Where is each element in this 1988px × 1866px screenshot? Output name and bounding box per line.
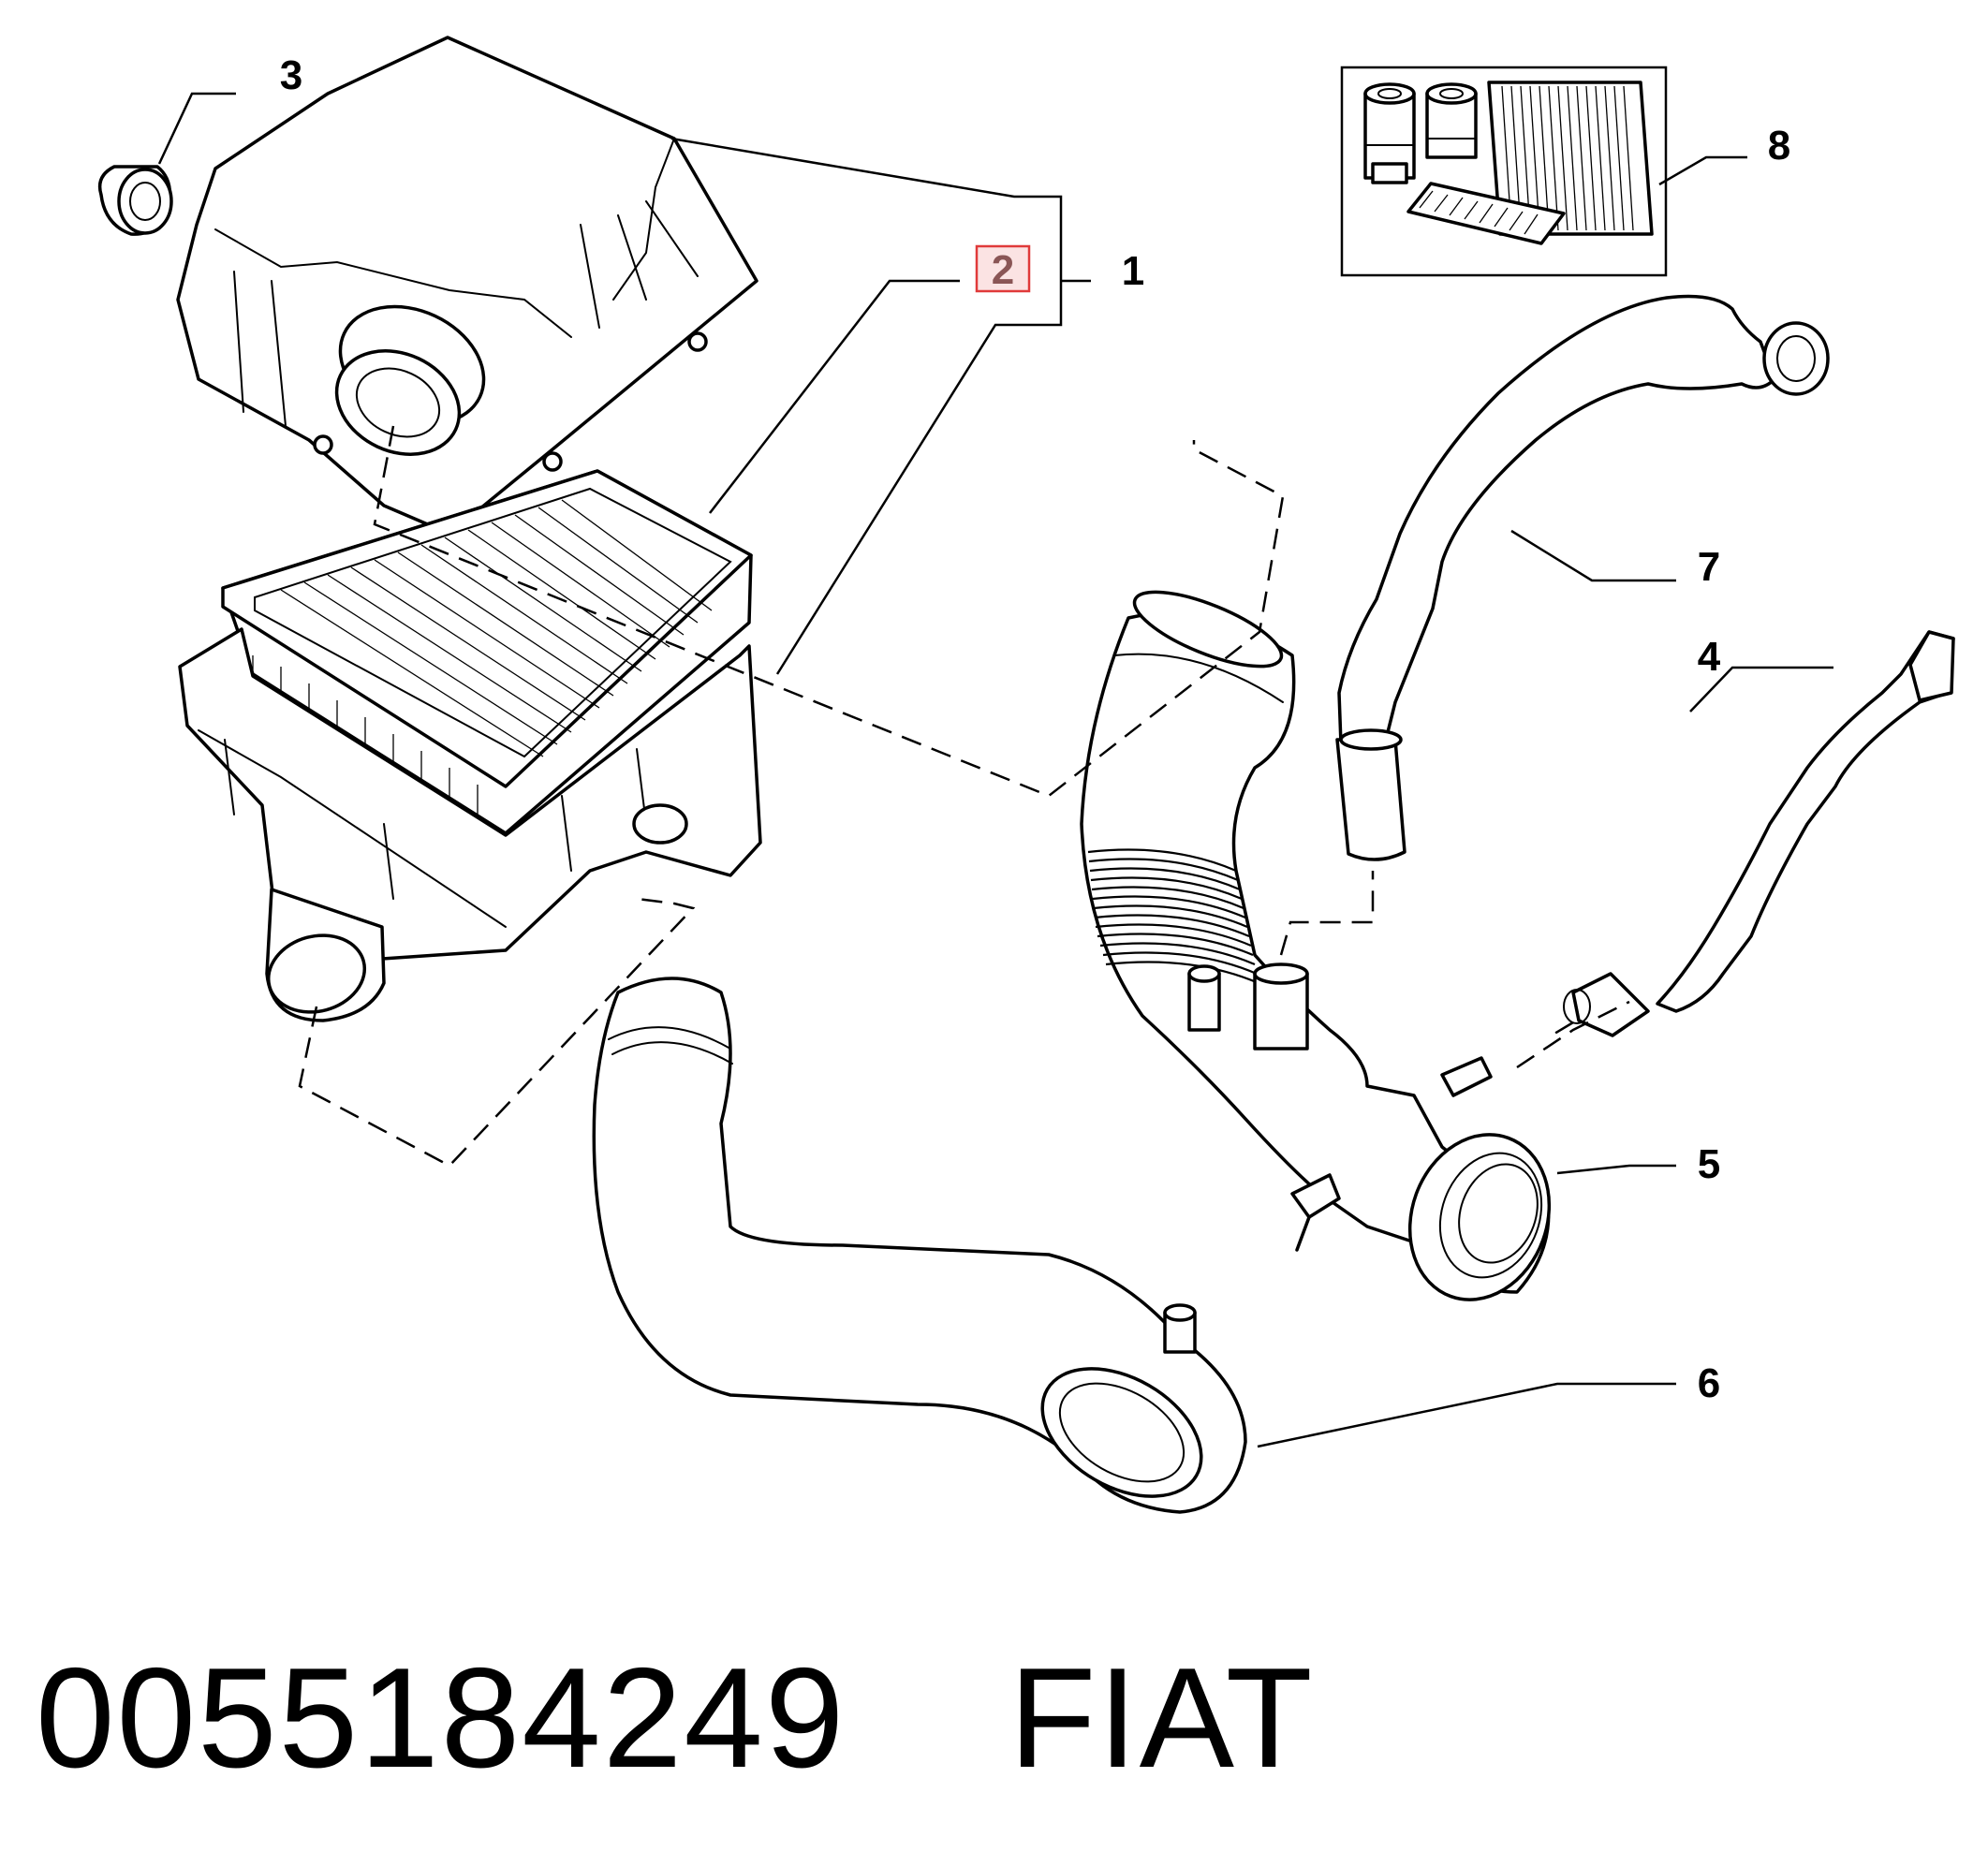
callout-2-highlight xyxy=(975,244,1031,293)
service-kit-inset xyxy=(1340,66,1668,277)
oil-filter-icon xyxy=(1363,82,1416,184)
air-filter-panel-icon xyxy=(1487,81,1654,236)
breather-hose xyxy=(1335,294,1830,861)
grommet xyxy=(97,165,173,236)
callout-7: 7 xyxy=(1698,544,1720,590)
callout-1: 1 xyxy=(1122,248,1144,294)
leader-lines xyxy=(157,92,1833,1448)
air-box-base xyxy=(178,627,762,1022)
callout-4: 4 xyxy=(1698,634,1721,680)
callout-5: 5 xyxy=(1698,1141,1720,1187)
small-hose xyxy=(1563,630,1955,1037)
part-number: 0055184249 xyxy=(36,1638,847,1798)
callouts: 1 2 3 4 5 6 7 8 xyxy=(280,52,1790,1406)
intake-hose xyxy=(592,977,1247,1514)
callout-8: 8 xyxy=(1768,123,1790,169)
callout-2[interactable]: 2 xyxy=(992,247,1014,293)
cabin-filter-icon xyxy=(1406,182,1566,245)
part-caption: 0055184249 FIAT xyxy=(36,1634,1315,1802)
callout-6: 6 xyxy=(1698,1360,1720,1406)
brand-name: FIAT xyxy=(1009,1638,1315,1798)
air-box-cover xyxy=(176,36,758,536)
turbo-pipe xyxy=(1080,590,1552,1301)
assembly-lines xyxy=(298,425,1630,1168)
callout-3: 3 xyxy=(280,52,302,98)
fuel-filter-icon xyxy=(1425,82,1478,159)
